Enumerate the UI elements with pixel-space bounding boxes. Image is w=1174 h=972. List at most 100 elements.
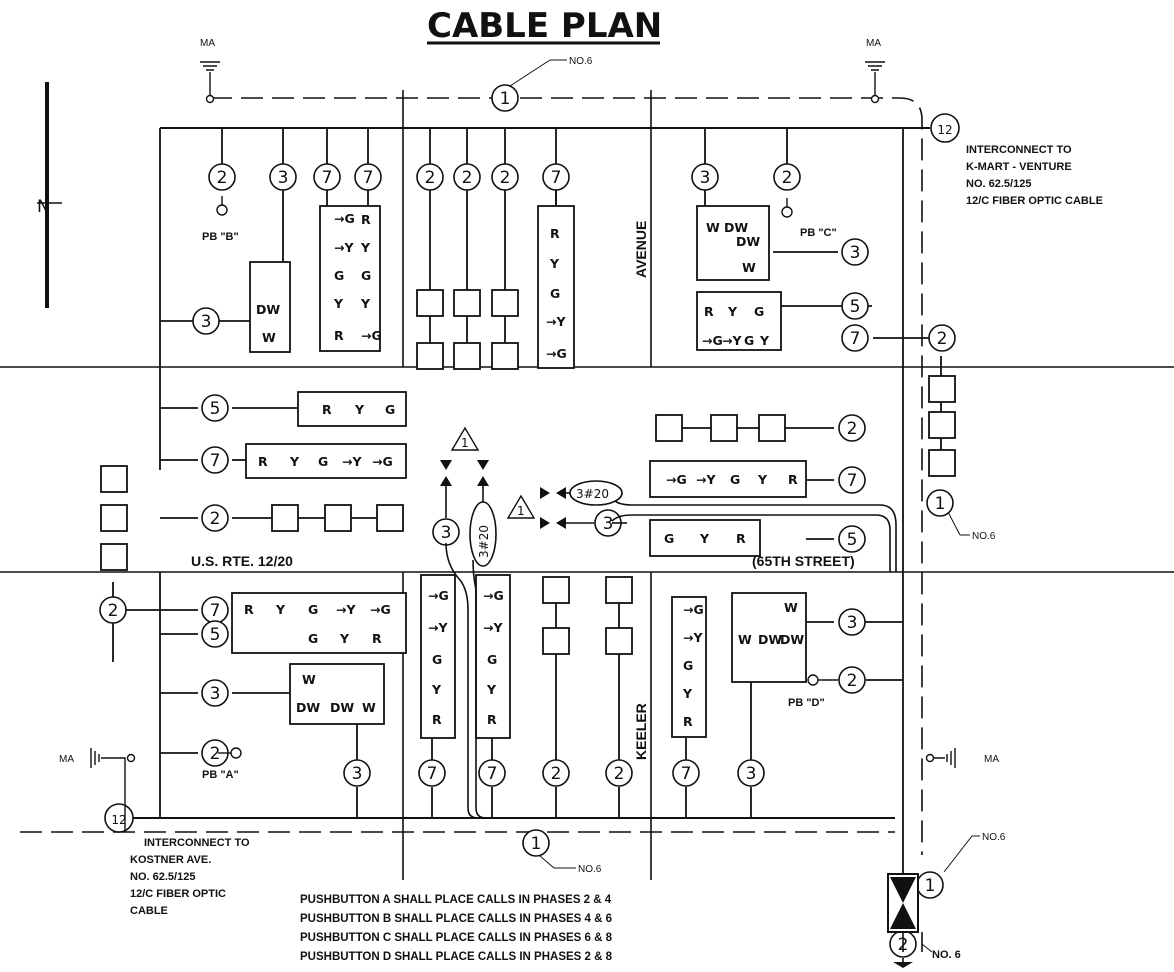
cable-number-label: 2: [500, 168, 511, 188]
svg-text:Y: Y: [549, 256, 560, 271]
ma-label-se: MA: [984, 754, 999, 765]
cable-number-label: 2: [614, 764, 625, 784]
cable-no6-label-top: NO.6: [569, 56, 593, 67]
cable-number-label: 3: [847, 613, 858, 633]
cable-number-label: 3: [201, 312, 212, 332]
cable-number-label: 2: [210, 744, 221, 764]
street-edges: [0, 90, 1174, 880]
svg-text:W: W: [784, 600, 798, 615]
cable-number-label: 7: [363, 168, 374, 188]
svg-text:Y: Y: [333, 296, 344, 311]
cable-3x20-tag-h: [569, 480, 623, 506]
cable-number-circle: 7: [201, 446, 229, 474]
cable-number-label: 7: [551, 168, 562, 188]
cable-number-label: 7: [850, 329, 861, 349]
svg-text:→G: →G: [372, 454, 393, 469]
pb-c-label: PB "C": [800, 227, 837, 239]
cable-number-label: 7: [210, 451, 221, 471]
svg-text:Y: Y: [727, 304, 738, 319]
signal-heads: [231, 205, 807, 739]
svg-text:→Y: →Y: [546, 314, 566, 329]
svg-text:Y: Y: [682, 686, 693, 701]
svg-text:→Y: →Y: [696, 472, 716, 487]
cable-3x20-label-v: 3#20: [477, 525, 491, 558]
svg-text:DW: DW: [296, 700, 320, 715]
street-keeler: KEELER: [633, 703, 649, 760]
cable-number-label: 2: [462, 168, 473, 188]
cable-number-circle: 1: [522, 829, 550, 857]
cable-number-label: 2: [425, 168, 436, 188]
svg-text:DW: DW: [780, 632, 804, 647]
cable-number-circle: 7: [478, 759, 506, 787]
cable-number-label: 2: [210, 509, 221, 529]
cable-no6-loop: [20, 97, 923, 855]
signal-indications: →G R →Y Y G G Y Y R →G R Y G →Y →G DW W …: [244, 211, 804, 729]
cable-number-circle: 3: [201, 679, 229, 707]
cable-number-circle: 2: [838, 414, 866, 442]
cabinet-leads: [902, 932, 923, 962]
pushbutton-leads: [218, 196, 838, 754]
svg-text:→G: →G: [683, 602, 704, 617]
svg-text:KOSTNER AVE.: KOSTNER AVE.: [130, 854, 211, 866]
cable-3x20-tails: [445, 486, 627, 524]
svg-text:Y: Y: [759, 333, 770, 348]
cable-3x20-label-h: 3#20: [576, 487, 609, 501]
svg-text:G: G: [334, 268, 344, 283]
cable-number-label: 7: [487, 764, 498, 784]
cable-number-label: 2: [551, 764, 562, 784]
svg-text:R: R: [683, 714, 693, 729]
cable-number-circle: 7: [838, 466, 866, 494]
cable-number-label: 3: [850, 243, 861, 263]
cable-number-circle: 7: [672, 759, 700, 787]
street-65th: (65TH STREET): [752, 553, 855, 569]
cable-number-circle: 2: [416, 163, 444, 191]
cable-runs: [112, 128, 942, 880]
svg-text:G: G: [318, 454, 328, 469]
cable-number-circle: 3: [269, 163, 297, 191]
cable-number-label: 7: [322, 168, 333, 188]
pushbutton-icons: [216, 204, 819, 759]
cable-number-label: 3: [210, 684, 221, 704]
cable-number-circle: 2: [928, 324, 956, 352]
svg-text:R: R: [788, 472, 798, 487]
svg-text:Y: Y: [431, 682, 442, 697]
interconnect-cables: [110, 127, 930, 819]
svg-text:G: G: [754, 304, 764, 319]
svg-text:W: W: [302, 672, 316, 687]
ma-label-ne: MA: [866, 38, 881, 49]
svg-text:→Y: →Y: [722, 333, 742, 348]
svg-text:→Y: →Y: [483, 620, 503, 635]
svg-text:PUSHBUTTON A SHALL PLACE CALLS: PUSHBUTTON A SHALL PLACE CALLS IN PHASES…: [300, 894, 612, 906]
cable-number-label: 5: [847, 530, 858, 550]
ma-anchor-dots: [126, 94, 935, 763]
cable-number-circle: 7: [418, 759, 446, 787]
cable-number-label: 1: [531, 834, 542, 854]
revision-1-left: 1: [517, 504, 525, 518]
svg-text:→G: →G: [483, 588, 504, 603]
cable-no6-label-bottom: NO.6: [578, 864, 602, 875]
svg-text:NO. 62.5/125: NO. 62.5/125: [130, 871, 195, 883]
svg-text:DW: DW: [758, 632, 782, 647]
svg-text:CABLE: CABLE: [130, 905, 168, 917]
north-arrow-icon: [37, 82, 62, 308]
svg-text:Y: Y: [360, 240, 371, 255]
cable-number-circle: 1: [916, 871, 944, 899]
cable-number-circle: 5: [201, 394, 229, 422]
revision-triangles: [450, 426, 536, 519]
cable-number-label: 2: [782, 168, 793, 188]
svg-text:R: R: [334, 328, 344, 343]
pushbutton-notes: PUSHBUTTON A SHALL PLACE CALLS IN PHASES…: [300, 894, 613, 963]
cable-number-circle: 3: [691, 163, 719, 191]
cable-number-label: 3: [746, 764, 757, 784]
svg-text:G: G: [361, 268, 371, 283]
interconnect-sw-note: INTERCONNECT TO KOSTNER AVE. NO. 62.5/12…: [130, 837, 250, 917]
svg-text:→Y: →Y: [334, 240, 354, 255]
cable-number-circle: 3: [737, 759, 765, 787]
svg-text:R: R: [244, 602, 254, 617]
leader-lines: [509, 59, 980, 953]
cable-no6-label-se: NO.6: [982, 832, 1006, 843]
svg-text:→G: →G: [361, 328, 382, 343]
controller-cabinet-icon: [887, 873, 919, 933]
